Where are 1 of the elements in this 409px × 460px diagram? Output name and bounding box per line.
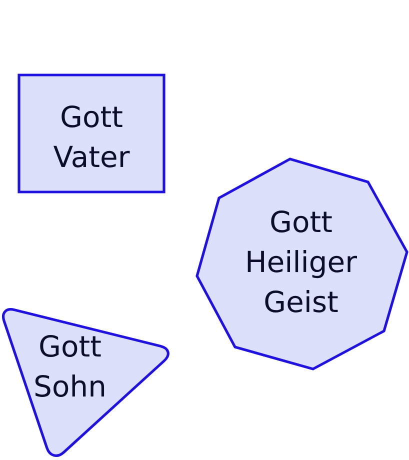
rectangle-box: Gott Vater <box>18 74 166 194</box>
